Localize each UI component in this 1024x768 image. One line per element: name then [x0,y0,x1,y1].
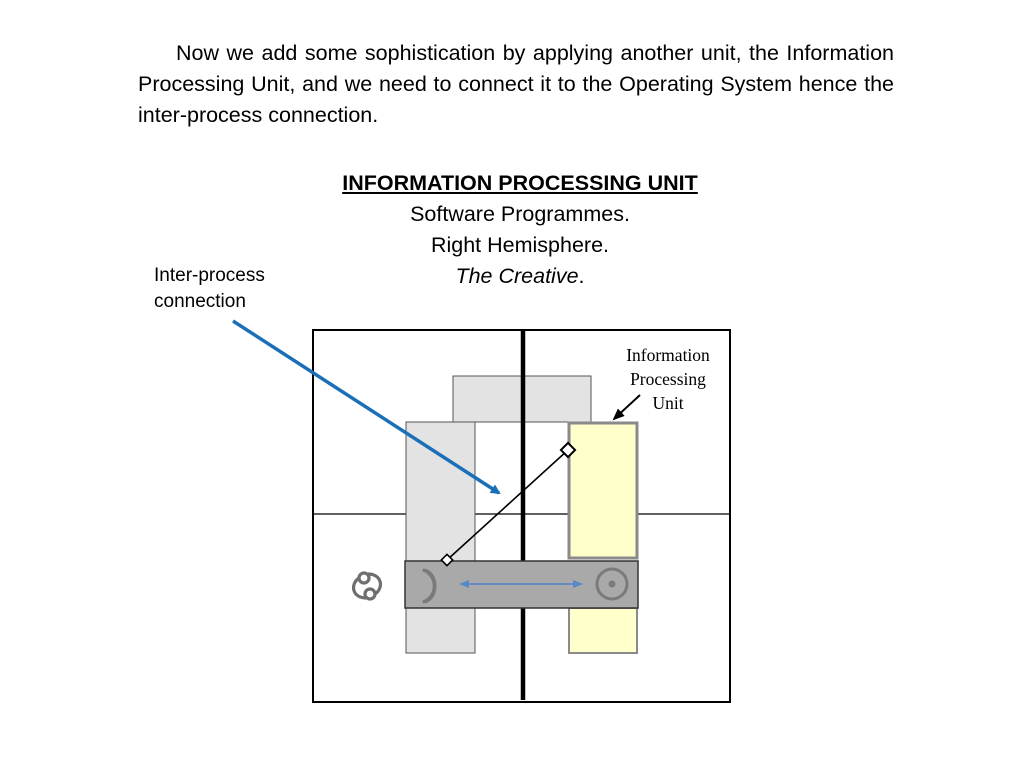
connection-diamond-upper [559,441,577,459]
unit-heading-line3: The Creative. [270,261,770,292]
unit-heading-line1: Software Programmes. [410,202,630,226]
inter-process-label-line2: connection [154,291,246,312]
connection-diamond-lower [440,553,454,567]
information-processing-unit-upper [567,421,639,560]
unit-heading-title: INFORMATION PROCESSING UNIT [342,171,698,195]
inter-process-connection-line [446,449,569,561]
unit-label-line2: Processing [630,369,706,389]
unit-heading-line3-italic: The Creative [455,264,579,288]
left-grey-column [405,421,476,654]
inter-process-arrow [232,319,501,495]
unit-heading-line3-suffix: . [578,264,585,288]
intro-paragraph: Now we add some sophistication by applyi… [138,41,894,127]
unit-heading-block: INFORMATION PROCESSING UNIT Software Pro… [270,168,770,292]
unit-label-line3: Unit [652,393,683,413]
information-processing-unit-lower [568,607,638,654]
moon-icon [422,568,437,604]
unit-heading-line2: Right Hemisphere. [430,233,610,257]
unit-label-arrow [612,394,641,421]
unit-label-line1: Information [626,345,710,365]
sun-icon [595,567,629,601]
cancer-icon [351,571,383,601]
inter-process-label-line1: Inter-process [154,265,265,286]
inter-process-label: Inter-process connection [154,263,314,315]
